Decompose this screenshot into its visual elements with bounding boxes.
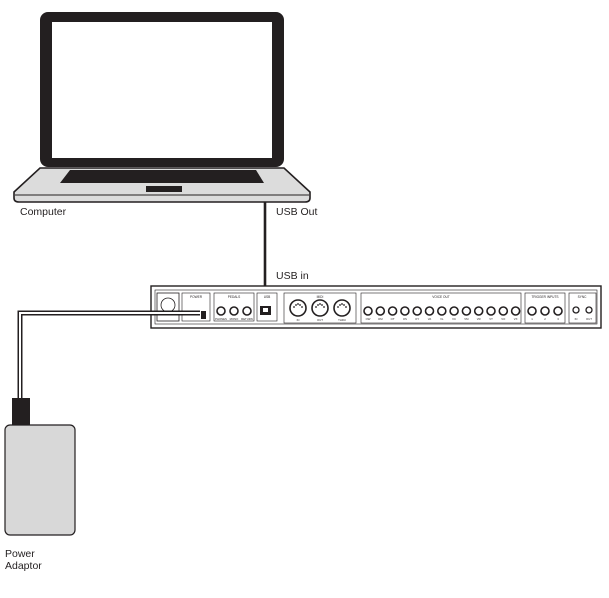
jack-phones (216, 306, 226, 316)
voice-out-jack-label: VO (501, 317, 506, 321)
voice-out-jacks: OW OM OT OS OY VA VL VC VM VR VT VO VX (363, 306, 521, 321)
device-label-pedals: PEDALS (228, 295, 241, 299)
laptop-trackpad (146, 186, 182, 192)
voice-out-jack-label: OW (366, 317, 371, 321)
trigger-jack-3 (553, 306, 563, 316)
voice-out-jack (363, 306, 373, 316)
sync-jack-out (585, 306, 593, 314)
usb-port: USB (256, 292, 278, 322)
device-label-trigger-inputs: TRIGGER INPUTS (531, 295, 558, 299)
voice-out-jack (473, 306, 484, 316)
voice-out-jack (461, 306, 472, 316)
device-label-voice-out: VOICE OUT (432, 295, 450, 299)
trigger-jack-2 (540, 306, 550, 316)
midi-label-out: OUT (317, 318, 323, 322)
voice-out-jack-label: OY (415, 317, 419, 321)
trigger-inputs-section: TRIGGER INPUTS 1 2 3 (524, 292, 566, 324)
voice-out-jack-label: OT (391, 317, 395, 321)
jack-mono (229, 306, 239, 316)
trigger-label-2: 2 (544, 317, 546, 321)
voice-out-jack-label: OS (403, 317, 407, 321)
voice-out-jack-label: OM (378, 317, 383, 321)
power-switch (201, 311, 206, 319)
trigger-label-3: 3 (557, 317, 559, 321)
power-cable-inner (19, 312, 200, 400)
computer-laptop (13, 12, 311, 203)
device-inner-frame (154, 289, 598, 325)
voice-out-jack-label: VL (440, 317, 444, 321)
voice-out-jack-label: VC (452, 317, 456, 321)
label-power-adaptor: Power Adaptor (5, 548, 42, 572)
midi-label-in: IN (297, 318, 300, 322)
voice-out-jack (387, 306, 398, 316)
label-usb-out: USB Out (276, 206, 318, 218)
voice-out-jack (498, 306, 509, 316)
voice-out-jack (449, 306, 459, 316)
device-label-sync: SYNC (578, 295, 588, 299)
trigger-jack-1 (527, 306, 537, 316)
jack-label-return: RETURN (241, 317, 253, 321)
adaptor-body (4, 424, 76, 536)
power-inlet (156, 292, 180, 322)
voice-out-jack (400, 306, 410, 316)
voice-out-section: VOICE OUT OW OM OT OS OY VA VL VC VM VR VT VO VX (360, 292, 522, 324)
voice-out-jack (424, 306, 435, 316)
midi-port-thru (333, 299, 351, 317)
voice-out-jack (486, 306, 496, 316)
midi-section: MIDI IN OUT THRU (283, 292, 357, 324)
pedals-section: PEDALS PHONES MONO RETURN (213, 292, 255, 322)
device-label-usb: USB (264, 295, 271, 299)
jack-return (242, 306, 252, 316)
sync-label-in: IN (575, 317, 578, 321)
voice-out-jack-label: VA (428, 317, 432, 321)
sync-label-out: OUT (586, 317, 592, 321)
label-computer: Computer (20, 206, 67, 218)
adaptor-plug (12, 398, 30, 426)
midi-port-out (311, 299, 329, 317)
midi-port-in (289, 299, 307, 317)
device-label-power: POWER (190, 295, 203, 299)
voice-out-jack-label: VR (477, 317, 481, 321)
voice-out-jack-label: VM (464, 317, 469, 321)
voice-out-jack (436, 306, 447, 316)
jack-label-phones: PHONES (215, 317, 227, 321)
voice-out-jack (510, 306, 521, 316)
jack-label-mono: MONO (230, 317, 240, 321)
power-section-box (181, 292, 211, 322)
voice-out-jack-label: VT (489, 317, 493, 321)
sync-section: SYNC IN OUT (568, 292, 597, 324)
laptop-screen (52, 22, 272, 158)
device-label-midi: MIDI (317, 295, 324, 299)
laptop-keyboard (60, 170, 264, 183)
trigger-label-1: 1 (531, 317, 533, 321)
voice-out-jack (375, 306, 386, 316)
voice-out-jack-label: VX (514, 317, 518, 321)
voice-out-jack (412, 306, 423, 316)
midi-label-thru: THRU (338, 318, 346, 322)
power-adaptor (4, 398, 76, 536)
label-usb-in: USB in (276, 270, 309, 282)
sync-jack-in (572, 306, 580, 314)
device-rear-panel: POWER PEDALS PHONES MONO RETURN USB MIDI (150, 285, 602, 329)
